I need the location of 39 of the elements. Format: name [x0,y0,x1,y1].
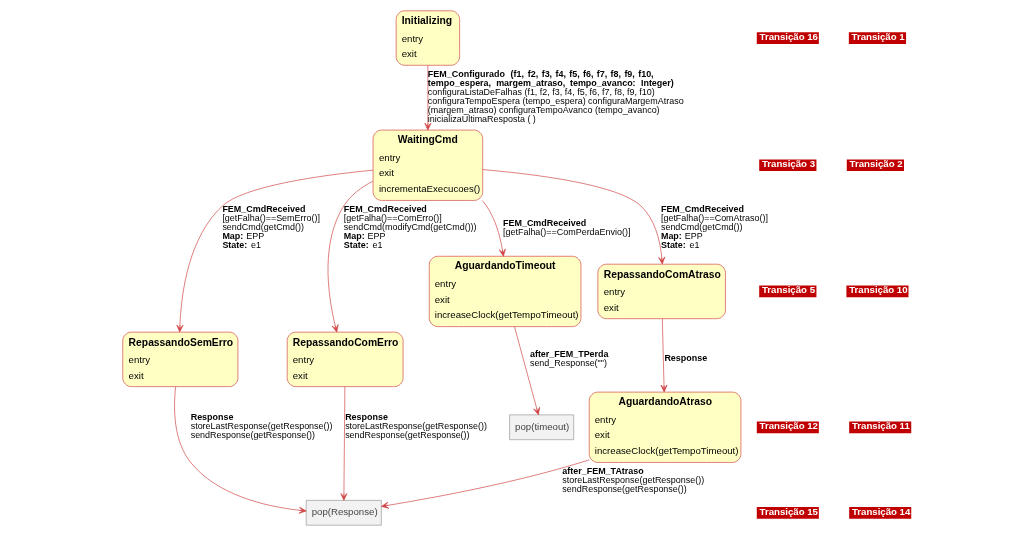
node-box: RepassandoComAtraso entry exit [597,263,726,320]
node-box: AguardandoAtraso entry exit increaseClock(getTempoTimeout) [588,391,742,463]
edge-label: Response storeLastResponse(getResponse()) sendResponse(getResponse()) [190,412,333,441]
arrow [660,318,668,393]
label: Transição 14 [851,505,911,517]
arrow [176,169,374,333]
arrow [424,65,432,131]
arrow [381,459,590,509]
label: Transição 12 [759,420,818,432]
node-box: AguardandoTimeout entry exit increaseClock(getTempoTimeout) [428,255,582,327]
arrow [514,326,540,416]
node-box: pop(timeout) [509,414,575,441]
label: Transição 1 [851,30,905,42]
arrow [482,200,506,257]
label: Transição 10 [849,284,908,296]
edge-label: after_FEM_TAtraso storeLastResponse(getResponse()) sendResponse(getResponse()) [562,466,705,495]
node-box: Initializing entry exit [395,10,460,66]
arrow [174,386,307,514]
label: Transição 16 [759,30,818,42]
edge-label: Response storeLastResponse(getResponse()) sendResponse(getResponse()) [345,412,487,441]
label: Transição 2 [849,158,903,170]
edge-label: FEM_CmdReceived [getFalha()==ComAtraso()] sendCmd(getCmd()) Map: EPP State: e1 [660,204,768,251]
edge-label: Response [664,353,708,364]
node-box: RepassandoComErro entry exit [286,331,404,387]
edge-label: FEM_CmdReceived [getFalha()==SemErro()] sendCmd(getCmd()) Map: EPP State: e1 [222,204,320,251]
arrow [327,180,374,333]
label: Transição 3 [761,158,816,170]
arrow [340,386,348,501]
arrow [482,169,666,265]
node-box: RepassandoSemErro entry exit [122,331,239,387]
edge-label: FEM_CmdReceived [getFalha()==ComPerdaEnvio()] [503,217,631,237]
label: Transição 5 [761,284,816,296]
label: Transição 11 [851,420,910,432]
label: Transição 15 [759,505,818,517]
edge-label: after_FEM_TPerda send_Response("") [529,348,609,368]
edge-label: FEM_CmdReceived [getFalha()==ComErro()] sendCmd(modifyCmd(getCmd())) Map: EPP State: e1 [343,204,477,251]
node-box: pop(Response) [305,500,382,526]
node-box: WaitingCmd entry exit incrementaExecucoes() [372,129,484,201]
edge-label: FEM_Configurado (f1, f2, f3, f4, f5, f6, f7, f8, f9, f10, tempo_espera, margem_atraso, tempo_avanco: Integer) configuraListaDeFalhas (f1, f2, f3, f4, f5, f6, f7, f8, f9, f10) configuraTempoEspera (tempo_espera) configuraMargemAtraso (margem_atraso) configuraTempoAvanco (tempo_avanco) inicializaUltimaResposta ( ) [427,69,684,125]
